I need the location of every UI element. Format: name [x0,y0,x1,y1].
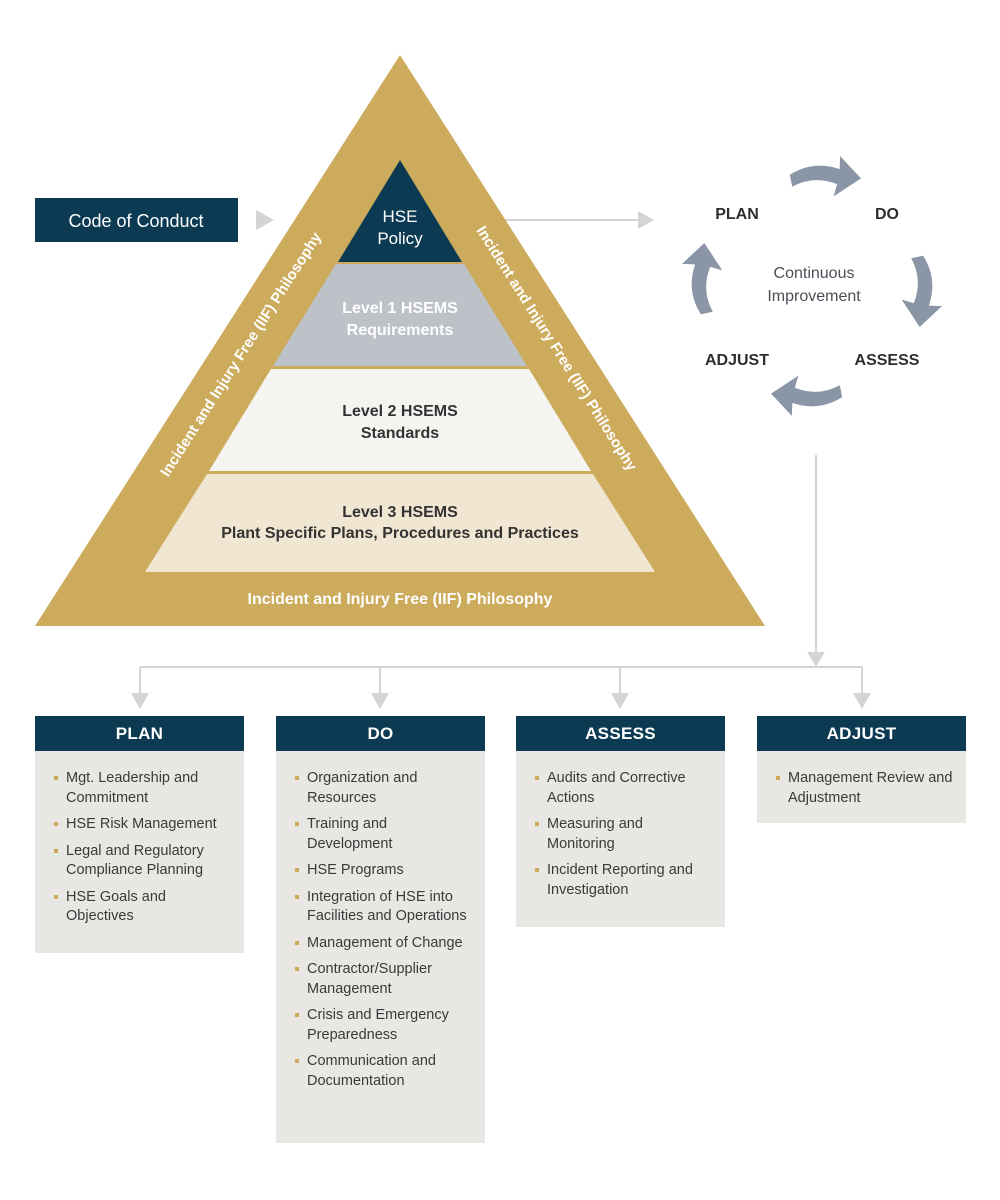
level2-line1: Level 2 HSEMS [342,403,458,420]
cycle-do-label: DO [875,206,899,223]
list-item: Integration of HSE into Facilities and O… [295,888,473,927]
list-item: Organization and Resources [295,769,473,808]
list-item: Crisis and Emergency Preparedness [295,1006,473,1045]
list-item: HSE Programs [295,861,473,881]
list-item: Incident Reporting and Investigation [535,861,713,900]
adjust-column-list: Management Review and Adjustment [757,751,966,830]
level1-line2: Requirements [347,322,454,339]
list-item: Audits and Corrective Actions [535,769,713,808]
cycle-arrow-adjust-to-plan-icon [681,242,724,315]
cycle-down-arrow-icon [807,652,825,667]
plan-drop-arrow-icon [131,693,149,709]
list-item: Legal and Regulatory Compliance Planning [54,842,232,881]
list-item: Measuring and Monitoring [535,815,713,854]
code-of-conduct-box [35,198,238,242]
cycle-assess-label: ASSESS [855,352,920,369]
level1-block [273,264,527,366]
level3-block [145,474,655,572]
cycle-arrow-do-to-assess-icon [900,255,943,328]
level3-line1: Level 3 HSEMS [342,504,458,521]
list-item: Management Review and Adjustment [776,769,954,808]
do-column-title: DO [276,716,485,751]
list-item: Management of Change [295,934,473,954]
hse-policy-line2: Policy [377,229,423,248]
adjust-drop-arrow-icon [853,693,871,709]
list-item: Contractor/Supplier Management [295,960,473,999]
cycle-adjust-label: ADJUST [705,352,769,369]
code-of-conduct-label: Code of Conduct [68,211,203,231]
iif-bottom-label: Incident and Injury Free (IIF) Philosoph… [248,591,553,608]
cycle-arrow-plan-to-do-icon [789,155,862,198]
list-item: Communication and Documentation [295,1052,473,1091]
level2-block [209,369,591,471]
plan-column-title: PLAN [35,716,244,751]
cycle-plan-label: PLAN [715,206,759,223]
adjust-column-title: ADJUST [757,716,966,751]
assess-column-title: ASSESS [516,716,725,751]
adjust-column: ADJUST Management Review and Adjustment [757,716,966,823]
list-item: HSE Goals and Objectives [54,888,232,927]
level1-line1: Level 1 HSEMS [342,300,458,317]
do-drop-arrow-icon [371,693,389,709]
level3-line2: Plant Specific Plans, Procedures and Pra… [221,525,579,542]
list-item: Training and Development [295,815,473,854]
cycle-center-line2: Improvement [767,288,861,305]
list-item: Mgt. Leadership and Commitment [54,769,232,808]
hse-policy-block [338,160,462,262]
hse-policy-line1: HSE [383,207,418,226]
cycle-center-line1: Continuous [774,265,855,282]
list-item: HSE Risk Management [54,815,232,835]
cycle-arrow-assess-to-adjust-icon [770,374,843,417]
pyramid-to-cycle-arrow-icon [638,211,654,229]
assess-drop-arrow-icon [611,693,629,709]
code-of-conduct-arrow-icon [256,210,274,230]
level2-line2: Standards [361,425,439,442]
